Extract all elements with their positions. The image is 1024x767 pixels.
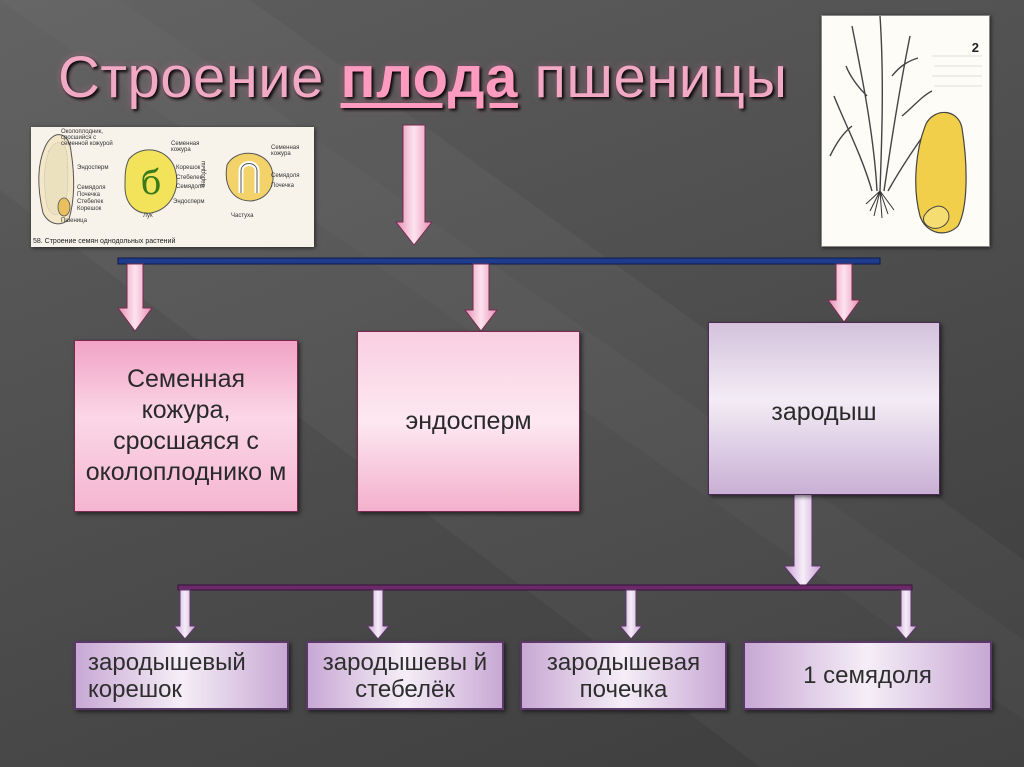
box-cotyledon-text: 1 семядоля (803, 662, 932, 689)
label-koreshok-mid: Корешок (176, 165, 201, 171)
label-chastukha: Частуха (231, 213, 254, 219)
box-embryo: зародыш (708, 322, 940, 495)
label-okoloplodnik-2: сросшийся с (61, 135, 97, 141)
top-connector-bar (117, 257, 881, 265)
label-pochechka-right: Почечка (271, 183, 295, 189)
label-semyadolya-left: Семядоля (77, 185, 106, 191)
label-endosperm-left: Эндосперм (77, 165, 109, 171)
label-okoloplodnik-3: семенной кожурой (61, 141, 113, 147)
box-embryo-root: зародышевый корешок (74, 641, 289, 710)
figure-number: 2 (971, 40, 979, 55)
label-onion: Лук (143, 213, 153, 219)
seed-structure-figure: Околоплодник, сросшийся с семенной кожур… (31, 127, 314, 247)
title-part-1: Строение (58, 45, 341, 110)
box-endosperm-text: эндосперм (405, 407, 532, 435)
box-embryo-root-text: зародышевый корешок (88, 648, 246, 703)
label-semyadolya-mid: Семядоля (176, 184, 205, 190)
label-kozhura-right: кожура (271, 151, 291, 157)
arrow-to-embryo (827, 263, 861, 323)
box-embryo-stem-text: зародышевы й стебелёк (322, 648, 488, 703)
arrow-from-embryo (782, 493, 824, 590)
box-embryo-stem: зародышевы й стебелёк (306, 641, 504, 710)
seed-drawings (38, 134, 274, 225)
label-endosperm-mid: Эндосперм (173, 199, 205, 205)
label-stebelek-mid: Стебелек (176, 175, 203, 181)
arrow-to-cotyledon (893, 589, 919, 640)
label-wheat: Пшеница (61, 218, 87, 224)
label-zarodysh-vertical: Зародыш (201, 160, 207, 187)
arrow-to-root (172, 589, 198, 640)
label-semyadolya-right: Семядоля (271, 173, 300, 179)
box-cotyledon: 1 семядоля (743, 641, 992, 710)
title-accent-word: плода (340, 45, 518, 110)
wheat-plant-figure: 2 (821, 15, 990, 247)
arrow-to-endosperm (463, 263, 499, 332)
box-embryo-bud-text: зародышевая почечка (546, 648, 701, 703)
label-stebelek-left: Стебелек (77, 199, 104, 205)
label-semennaya-kozhura-2: кожура (171, 147, 191, 153)
bottom-connector-bar (177, 584, 913, 591)
arrow-to-seed-coat (117, 263, 153, 332)
label-pochechka-left: Почечка (77, 192, 101, 198)
box-embryo-text: зародыш (771, 398, 877, 426)
label-semennaya-kozhura: Семенная (171, 141, 200, 147)
handwritten-glyph: б (141, 163, 162, 203)
title-down-arrow (394, 124, 434, 246)
box-seed-coat: Семенная кожура, сросшаяся с околоплодни… (74, 340, 298, 512)
label-koreshok-left: Корешок (77, 206, 102, 212)
slide-title: Строение плода пшеницы (58, 44, 788, 111)
arrow-to-stem (365, 589, 391, 640)
label-semennaya-right: Семенная (271, 145, 300, 151)
wheat-plant-drawing (829, 16, 982, 234)
box-seed-coat-text: Семенная кожура, сросшаяся с околоплодни… (85, 365, 287, 486)
box-endosperm: эндосперм (357, 331, 580, 512)
seed-figure-caption: 58. Строение семян однодольных растений (33, 238, 176, 245)
label-okoloplodnik: Околоплодник, (61, 129, 103, 135)
box-embryo-bud: зародышевая почечка (520, 641, 727, 710)
arrow-to-bud (618, 589, 644, 640)
title-part-3: пшеницы (517, 45, 788, 110)
